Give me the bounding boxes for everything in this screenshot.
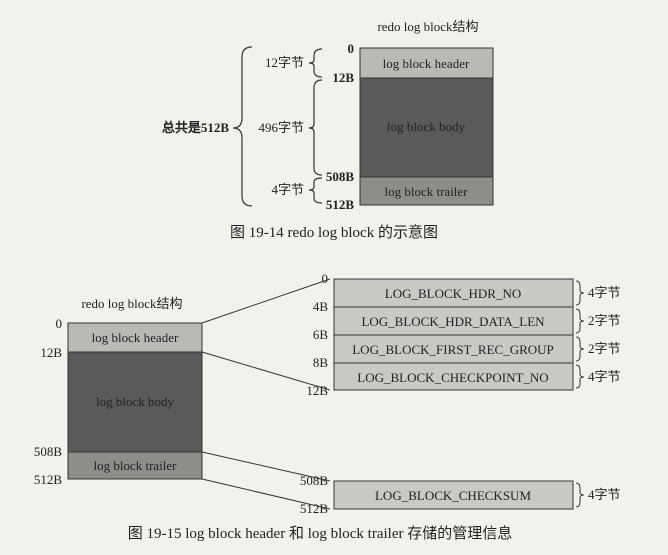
fig2-offset-0: 0 bbox=[56, 316, 63, 331]
trailer-offset-512b: 512B bbox=[300, 501, 329, 516]
size-checkpoint-no: 4字节 bbox=[588, 369, 621, 384]
fig1-offset-0: 0 bbox=[348, 41, 355, 56]
fig2-offset-508b: 508B bbox=[34, 444, 63, 459]
connector-header-bottom bbox=[201, 351, 331, 391]
connector-trailer-top bbox=[201, 451, 331, 482]
field-checkpoint-no-label: LOG_BLOCK_CHECKPOINT_NO bbox=[357, 370, 548, 385]
fig1-brace-total bbox=[232, 46, 253, 207]
trailer-offset-508b: 508B bbox=[300, 473, 329, 488]
fig1-brace-trailer bbox=[308, 177, 323, 204]
size-first-rec-group: 2字节 bbox=[588, 341, 621, 356]
fig2-body-label: log block body bbox=[96, 394, 174, 409]
fig2-body-segment bbox=[67, 351, 203, 453]
connector-trailer-bottom bbox=[201, 478, 331, 510]
field-checksum-label: LOG_BLOCK_CHECKSUM bbox=[375, 488, 531, 503]
fig2-title: redo log block结构 bbox=[81, 296, 182, 311]
fig1-brace-body bbox=[308, 79, 323, 176]
field-hdr-no-label: LOG_BLOCK_HDR_NO bbox=[385, 286, 522, 301]
fig2-header-label: log block header bbox=[92, 330, 179, 345]
field-hdr-data-len bbox=[333, 306, 574, 336]
size-hdr-no: 4字节 bbox=[588, 285, 621, 300]
size-hdr-data-len: 2字节 bbox=[588, 313, 621, 328]
fig1-body-label: log block body bbox=[387, 119, 465, 134]
brace-first-rec-group bbox=[575, 336, 585, 362]
fig2-header-segment bbox=[67, 322, 203, 353]
fig1-offset-508b: 508B bbox=[326, 169, 355, 184]
fig1-brace-header bbox=[308, 48, 323, 78]
fig1-trailer-label: log block trailer bbox=[384, 184, 468, 199]
fig1-body-segment bbox=[359, 77, 494, 178]
fig1-total-label: 总共是512B bbox=[162, 120, 230, 135]
fig1-header-segment bbox=[359, 47, 494, 79]
header-offset-8b: 8B bbox=[313, 355, 329, 370]
header-offset-4b: 4B bbox=[313, 299, 329, 314]
fig2-caption: 图 19-15 log block header 和 log block tra… bbox=[128, 525, 513, 542]
fig1-caption: 图 19-14 redo log block 的示意图 bbox=[230, 223, 438, 241]
fig1-trailer-segment bbox=[359, 176, 494, 206]
field-hdr-no bbox=[333, 278, 574, 308]
header-fields: LOG_BLOCK_HDR_NO LOG_BLOCK_HDR_DATA_LEN … bbox=[333, 278, 574, 391]
fig2-trailer-segment bbox=[67, 451, 203, 480]
field-checksum bbox=[333, 480, 574, 510]
fig2-offset-512b: 512B bbox=[34, 472, 63, 487]
fig1-size-header: 12字节 bbox=[265, 55, 304, 70]
fig1-title: redo log block结构 bbox=[377, 19, 478, 34]
brace-hdr-no bbox=[575, 280, 585, 306]
fig1-size-body: 496字节 bbox=[258, 120, 304, 135]
brace-checksum bbox=[575, 482, 585, 508]
fig1-offset-12b: 12B bbox=[332, 70, 354, 85]
fig1-header-label: log block header bbox=[383, 56, 470, 71]
field-checkpoint-no bbox=[333, 362, 574, 391]
brace-checkpoint-no bbox=[575, 364, 585, 389]
brace-hdr-data-len bbox=[575, 308, 585, 334]
header-offset-0: 0 bbox=[322, 271, 329, 286]
fig1-size-trailer: 4字节 bbox=[271, 182, 304, 197]
header-offset-6b: 6B bbox=[313, 327, 329, 342]
field-first-rec-group-label: LOG_BLOCK_FIRST_REC_GROUP bbox=[352, 342, 554, 357]
connector-header-top bbox=[201, 278, 331, 324]
fig2-offset-12b: 12B bbox=[40, 345, 62, 360]
header-offset-12b: 12B bbox=[306, 383, 328, 398]
size-checksum: 4字节 bbox=[588, 487, 621, 502]
fig2-trailer-label: log block trailer bbox=[93, 458, 177, 473]
field-first-rec-group bbox=[333, 334, 574, 364]
field-hdr-data-len-label: LOG_BLOCK_HDR_DATA_LEN bbox=[361, 314, 545, 329]
fig1-offset-512b: 512B bbox=[326, 197, 355, 212]
